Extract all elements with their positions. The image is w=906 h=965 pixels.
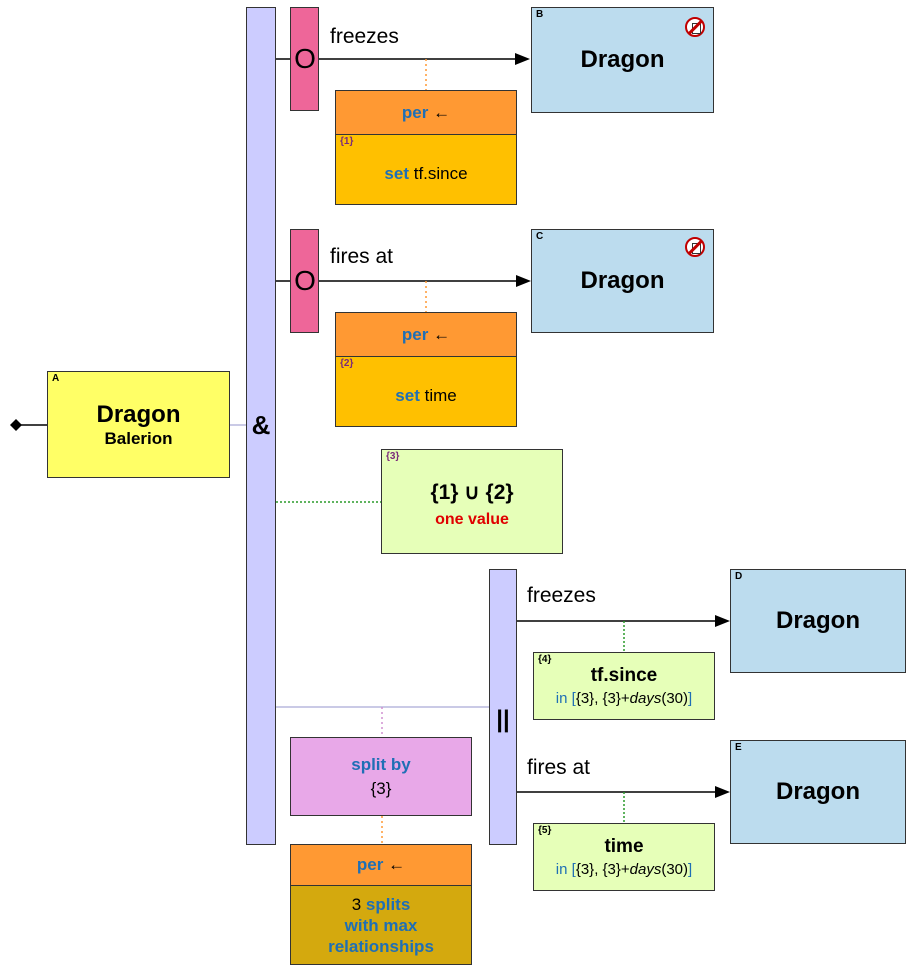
optional-bar-2-label: O bbox=[294, 265, 316, 296]
filter-box-5-in-keyword: in bbox=[555, 861, 568, 878]
left-arrow-icon: ← bbox=[433, 324, 451, 344]
arrowhead-icon bbox=[516, 275, 531, 287]
split-box-keyword: split by bbox=[351, 754, 411, 774]
node-a-title: Dragon bbox=[96, 400, 181, 428]
filter-box-4-range-end: {3}+ bbox=[602, 690, 630, 707]
per-box-2-keyword: per bbox=[401, 324, 429, 344]
edge-label-freezes-top: freezes bbox=[330, 25, 399, 48]
per-box-2-header[interactable]: per ← bbox=[335, 312, 517, 357]
node-d-title: Dragon bbox=[776, 607, 860, 634]
node-a-subtitle: Balerion bbox=[104, 428, 173, 448]
per-box-2-set-keyword: set bbox=[395, 385, 420, 405]
filter-box-4-close-bracket: ] bbox=[688, 690, 693, 707]
node-c-tag: C bbox=[536, 231, 544, 242]
union-box-note: one value bbox=[435, 511, 509, 528]
node-a-tag: A bbox=[52, 373, 60, 384]
node-c[interactable]: C Dragon bbox=[531, 229, 714, 333]
per-box-2-tag: {2} bbox=[340, 358, 354, 369]
arrowhead-icon bbox=[715, 615, 730, 627]
per-box-3-keyword: per bbox=[356, 855, 384, 874]
filter-box-5-close-bracket: ] bbox=[688, 861, 693, 878]
split-box[interactable]: split by {3} bbox=[290, 737, 472, 816]
per-box-3-with-max: with max bbox=[344, 915, 418, 935]
filter-box-5-arg: (30) bbox=[661, 861, 689, 878]
filter-box-5-range-end: {3}+ bbox=[602, 861, 630, 878]
filter-box-5-range-start: {3}, bbox=[575, 861, 599, 878]
node-e-title: Dragon bbox=[776, 778, 860, 805]
node-d-tag: D bbox=[735, 571, 743, 582]
optional-bar-1[interactable] bbox=[290, 7, 319, 111]
filter-box-4-func: days bbox=[629, 690, 662, 707]
arrowhead-icon bbox=[715, 786, 730, 798]
node-c-title: Dragon bbox=[580, 267, 665, 294]
left-arrow-icon: ← bbox=[388, 855, 406, 874]
node-b[interactable]: B Dragon bbox=[531, 7, 714, 113]
no-entry-document-icon bbox=[685, 237, 705, 257]
filter-box-4-in-keyword: in bbox=[555, 690, 568, 707]
filter-box-5-open-bracket: [ bbox=[571, 861, 576, 878]
per-box-3-body[interactable]: 3 splits with max relationships bbox=[290, 886, 472, 965]
node-b-tag: B bbox=[536, 9, 544, 20]
filter-box-5-func: days bbox=[629, 861, 662, 878]
per-box-3-splits: splits bbox=[365, 894, 411, 914]
per-box-1-tag: {1} bbox=[340, 136, 354, 147]
per-box-1-header[interactable]: per ← bbox=[335, 90, 517, 135]
optional-bar-1-label: O bbox=[294, 43, 316, 74]
per-box-1-keyword: per bbox=[401, 102, 429, 122]
edge-label-fires-at-bottom: fires at bbox=[527, 756, 591, 779]
filter-box-4-range-start: {3}, bbox=[575, 690, 599, 707]
filter-box-4[interactable]: {4} tf.since in [{3}, {3}+days(30)] bbox=[533, 652, 715, 720]
per-box-2-body[interactable]: {2} set time bbox=[335, 357, 517, 427]
per-box-1-field: tf.since bbox=[413, 163, 468, 183]
no-entry-document-icon bbox=[685, 17, 705, 37]
filter-box-4-arg: (30) bbox=[661, 690, 689, 707]
left-arrow-icon: ← bbox=[433, 102, 451, 122]
per-box-3-relationships: relationships bbox=[328, 936, 434, 956]
node-d[interactable]: D Dragon bbox=[730, 569, 906, 673]
parallel-bar[interactable] bbox=[489, 569, 517, 845]
per-box-3-number: 3 bbox=[351, 894, 362, 914]
node-b-title: Dragon bbox=[580, 46, 665, 73]
and-bar[interactable] bbox=[246, 7, 276, 845]
filter-box-4-tag: {4} bbox=[538, 654, 552, 665]
union-box[interactable]: {3} {1} ∪ {2} one value bbox=[381, 449, 563, 554]
parallel-operator-label: || bbox=[496, 706, 510, 733]
filter-box-4-title: tf.since bbox=[590, 665, 658, 686]
edge-label-fires-at-top: fires at bbox=[330, 245, 394, 268]
and-operator-label: & bbox=[251, 410, 271, 440]
union-box-tag: {3} bbox=[386, 451, 400, 462]
node-a[interactable]: A Dragon Balerion bbox=[47, 371, 230, 478]
filter-box-5-range: in [{3}, {3}+days(30)] bbox=[556, 861, 692, 878]
filter-box-5-title: time bbox=[604, 836, 644, 857]
filter-box-5-tag: {5} bbox=[538, 825, 552, 836]
per-box-1-body[interactable]: {1} set tf.since bbox=[335, 135, 517, 205]
union-box-formula: {1} ∪ {2} bbox=[430, 481, 514, 504]
arrowhead-icon bbox=[515, 53, 530, 65]
filter-box-5[interactable]: {5} time in [{3}, {3}+days(30)] bbox=[533, 823, 715, 891]
filter-box-4-range: in [{3}, {3}+days(30)] bbox=[556, 690, 692, 707]
node-e[interactable]: E Dragon bbox=[730, 740, 906, 844]
per-box-3-header[interactable]: per ← bbox=[290, 844, 472, 886]
split-box-value: {3} bbox=[370, 778, 392, 798]
edge-label-freezes-bottom: freezes bbox=[527, 584, 596, 607]
node-e-tag: E bbox=[735, 742, 742, 753]
filter-box-4-open-bracket: [ bbox=[571, 690, 576, 707]
per-box-1-set-keyword: set bbox=[384, 163, 409, 183]
optional-bar-2[interactable] bbox=[290, 229, 319, 333]
per-box-2-field: time bbox=[424, 385, 457, 405]
